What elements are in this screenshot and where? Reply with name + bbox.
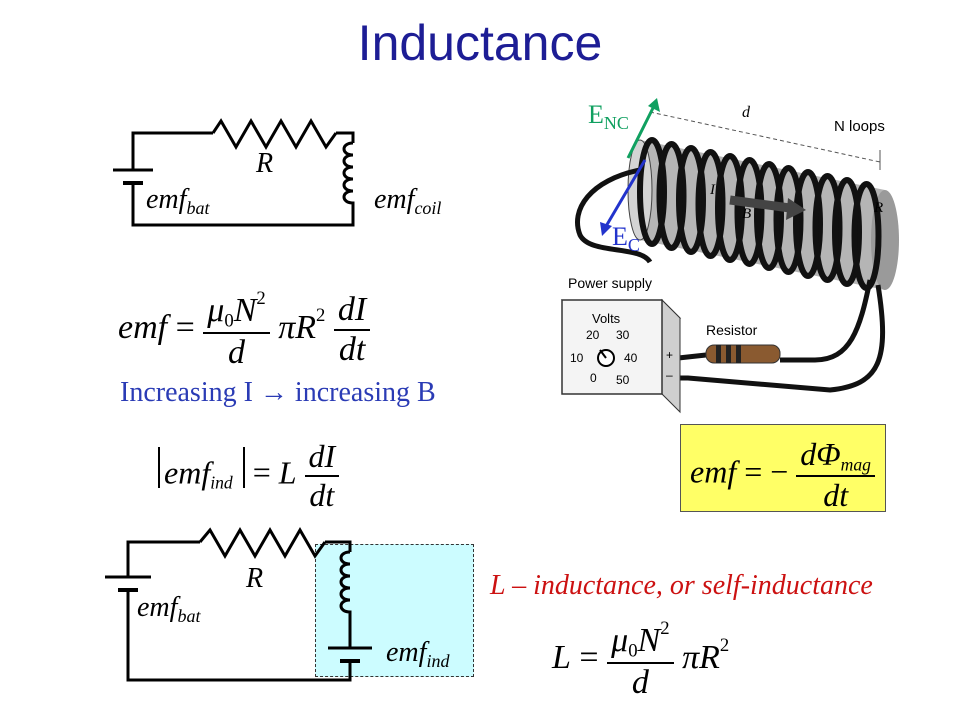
top-circuit-wire-left xyxy=(131,131,213,160)
solenoid-loops xyxy=(637,137,882,291)
plus-terminal-label: + xyxy=(666,348,674,362)
enc-label: ENC xyxy=(588,100,629,133)
minus-terminal-label: – xyxy=(666,368,673,382)
di-dt-fraction-2: dI dt xyxy=(304,438,340,514)
voltage-dial-needle xyxy=(599,349,607,359)
dial-mark-50: 50 xyxy=(616,373,630,387)
bottom-circuit xyxy=(105,526,372,682)
top-circuit-wire-right xyxy=(336,131,355,143)
solenoid-loop xyxy=(676,145,706,255)
enc-arrowhead xyxy=(648,98,660,112)
power-supply-label: Power supply xyxy=(568,275,653,291)
d-label: d xyxy=(742,104,750,121)
solenoid-loop xyxy=(812,173,843,283)
slide-title: Inductance xyxy=(357,15,603,71)
enc-arrow xyxy=(626,103,657,159)
lead-wire-bottom xyxy=(655,284,886,393)
lead-wire-left xyxy=(575,167,653,264)
solenoid-loop xyxy=(793,169,823,279)
ec-arrowhead xyxy=(600,222,612,236)
bottom-resistor-label: R xyxy=(246,563,264,594)
dial-mark-10: 10 xyxy=(570,351,584,365)
mu-n-over-d-fraction: μ0N2 d xyxy=(203,288,270,372)
top-resistor xyxy=(211,117,338,151)
bottom-circuit-wire-right xyxy=(325,540,352,552)
ec-arrow xyxy=(603,159,647,229)
b-field-arrow xyxy=(729,195,791,213)
solenoid-loop xyxy=(832,177,862,287)
dial-mark-40: 40 xyxy=(624,351,638,365)
di-dt-fraction: dI dt xyxy=(333,291,371,369)
inductance-formula: L = μ0N2 d πR2 xyxy=(552,618,730,702)
bottom-circuit-wire-bottom xyxy=(126,590,352,682)
bottom-battery-label: emfbat xyxy=(137,592,201,626)
bottom-circuit-wire-left xyxy=(126,540,200,568)
lead-wire-right xyxy=(780,279,873,363)
bottom-coil xyxy=(339,550,352,648)
increasing-current-statement: Increasing I → increasing B xyxy=(120,377,436,408)
resistor-band-2 xyxy=(726,345,731,363)
top-resistor-label: R xyxy=(256,148,274,179)
ind-emf-label: emfind xyxy=(386,637,450,671)
solenoid-loop xyxy=(773,165,804,275)
solenoid-resistor-body xyxy=(705,344,781,364)
solenoid-loop xyxy=(734,157,765,267)
top-circuit xyxy=(113,117,355,227)
resistor-label: Resistor xyxy=(706,322,758,338)
self-inductance-equation: emfind = L dI dt xyxy=(164,438,340,514)
solenoid-illustration xyxy=(560,98,899,414)
dial-mark-0: 0 xyxy=(590,371,597,385)
solenoid-loop xyxy=(637,137,667,247)
power-supply-front xyxy=(561,299,663,395)
ec-label: EC xyxy=(612,222,640,255)
bottom-resistor xyxy=(198,526,327,560)
resistor-band-3 xyxy=(736,345,741,363)
resistor-band-1 xyxy=(716,345,721,363)
radius-label: R xyxy=(874,200,884,216)
solenoid-loop xyxy=(656,141,687,251)
b-field-label: B xyxy=(742,206,752,222)
dial-mark-30: 30 xyxy=(616,328,630,342)
inductance-definition: L – inductance, or self-inductance xyxy=(490,570,873,601)
faraday-highlight-box xyxy=(680,424,886,512)
d-dimension-line xyxy=(649,111,881,163)
solenoid-loop xyxy=(715,153,745,263)
solenoid-loop xyxy=(754,161,784,271)
n-loops-label: N loops xyxy=(834,118,885,135)
dphi-dt-fraction: dΦmag dt xyxy=(796,436,875,514)
solenoid-loop xyxy=(695,149,726,259)
top-coil-label: emfcoil xyxy=(374,184,442,218)
current-label: I xyxy=(710,182,715,198)
mu-n-over-d-fraction-2: μ0N2 d xyxy=(607,618,674,702)
faraday-law-equation: emf = − dΦmag dt xyxy=(690,436,875,514)
volts-label: Volts xyxy=(592,311,621,326)
inductance-emf-equation: emf = μ0N2 d πR2 dI dt xyxy=(118,288,371,372)
dial-mark-20: 20 xyxy=(586,328,600,342)
top-battery-label: emfbat xyxy=(146,184,210,218)
b-field-arrowhead xyxy=(786,198,806,220)
top-coil xyxy=(131,141,355,227)
